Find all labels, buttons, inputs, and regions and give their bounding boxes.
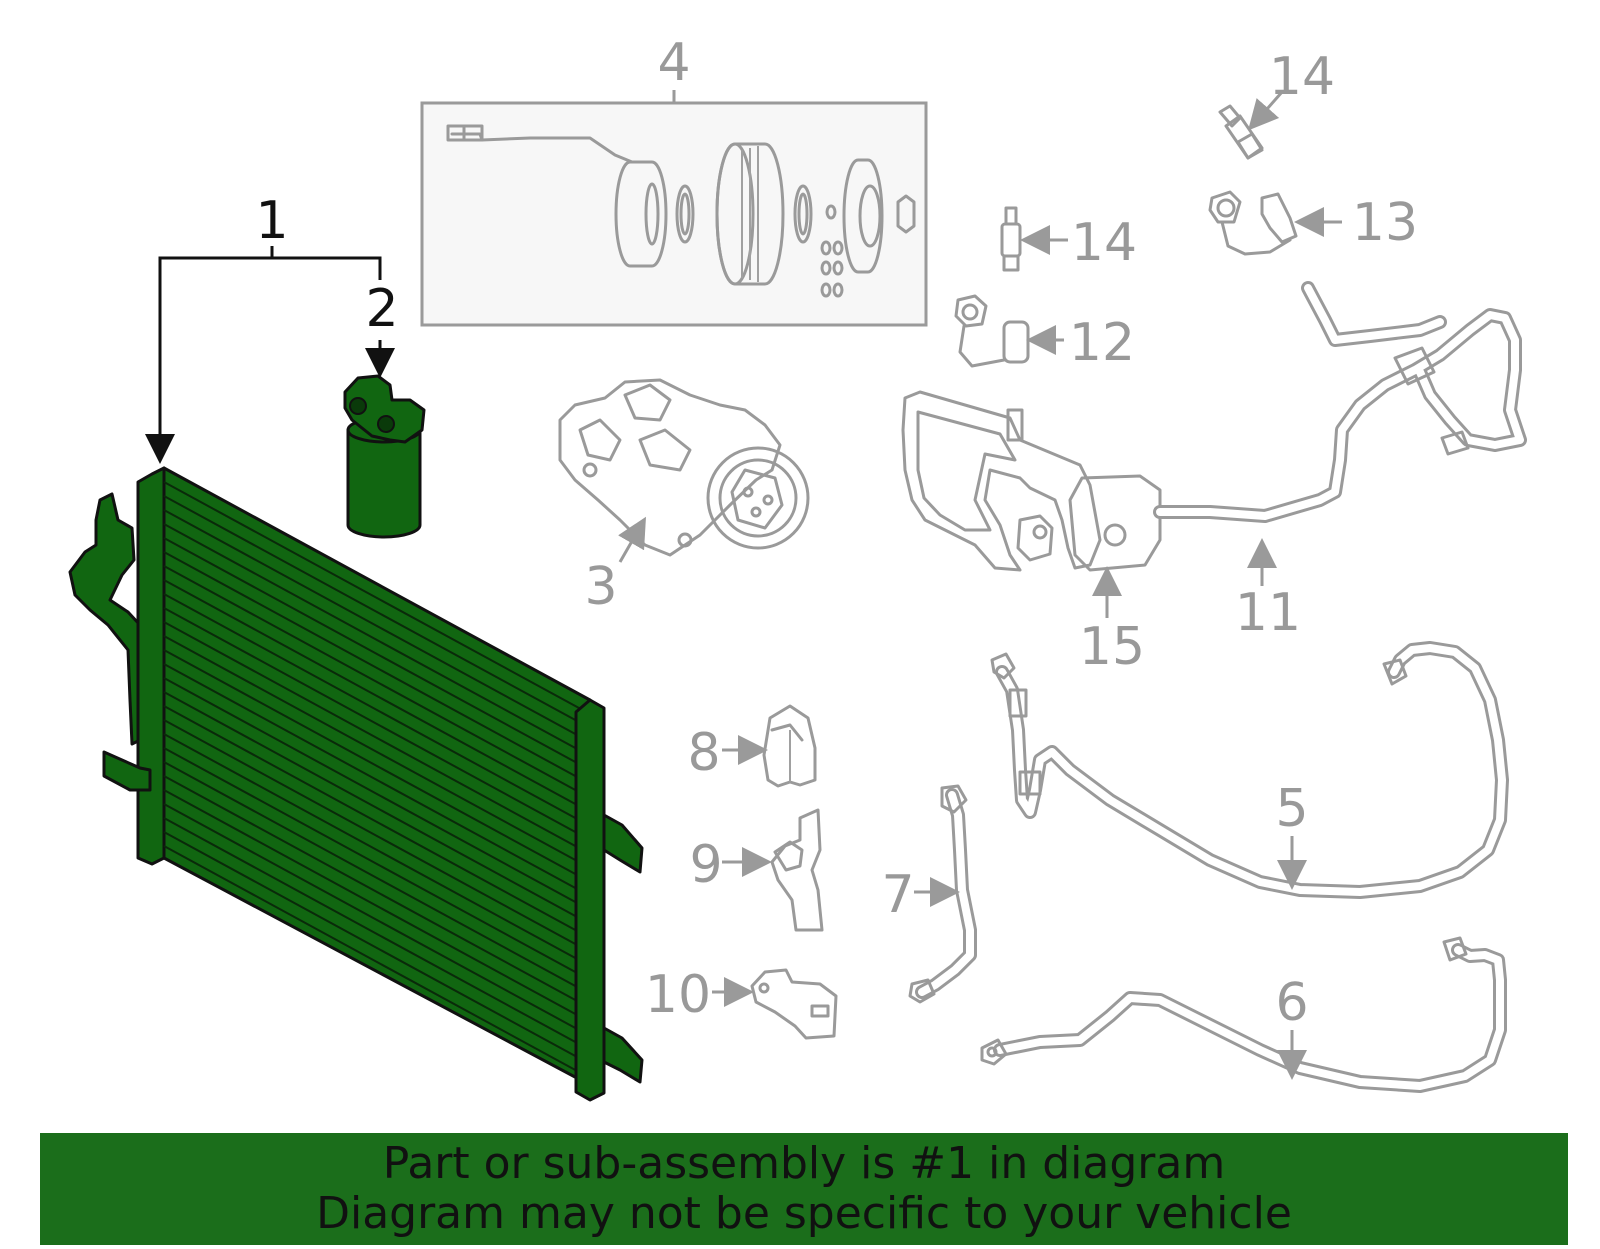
callout-6: 6 xyxy=(1275,973,1308,1033)
callout-15: 15 xyxy=(1079,617,1145,677)
callout-10: 10 xyxy=(645,965,711,1025)
callout-14-lower: 14 xyxy=(1071,213,1137,273)
callout-4: 4 xyxy=(657,33,690,93)
banner-line-1: Part or sub-assembly is #1 in diagram xyxy=(382,1138,1226,1189)
banner-line-2: Diagram may not be specific to your vehi… xyxy=(316,1188,1292,1239)
valve-12 xyxy=(954,294,1030,368)
ac-compressor xyxy=(558,378,810,557)
bracket-10 xyxy=(750,968,838,1040)
bracket-9 xyxy=(770,808,824,932)
callout-2: 2 xyxy=(365,279,398,339)
ac-hose-5 xyxy=(990,641,1509,899)
valve-13 xyxy=(1208,190,1298,256)
callout-7: 7 xyxy=(881,865,914,925)
pressure-switch-lower xyxy=(1000,206,1022,272)
ac-line-11-and-bracket-15 xyxy=(901,281,1527,572)
compressor-clutch-kit xyxy=(420,90,928,327)
callout-1: 1 xyxy=(255,191,288,251)
info-banner: Part or sub-assembly is #1 in diagram Di… xyxy=(40,1133,1568,1245)
callout-5: 5 xyxy=(1275,779,1308,839)
ac-hose-6 xyxy=(980,936,1507,1093)
bracket-8 xyxy=(762,704,817,788)
receiver-drier-part[interactable] xyxy=(343,374,426,539)
callout-13: 13 xyxy=(1352,193,1418,253)
condenser-part[interactable] xyxy=(68,466,644,1102)
callout-11: 11 xyxy=(1235,583,1301,643)
pressure-switch-upper xyxy=(1218,104,1264,160)
callout-3: 3 xyxy=(584,557,617,617)
ac-line-7 xyxy=(908,784,977,1004)
callout-12: 12 xyxy=(1069,313,1135,373)
callout-8: 8 xyxy=(687,723,720,783)
callout-9: 9 xyxy=(689,835,722,895)
callout-14-upper: 14 xyxy=(1269,47,1335,107)
